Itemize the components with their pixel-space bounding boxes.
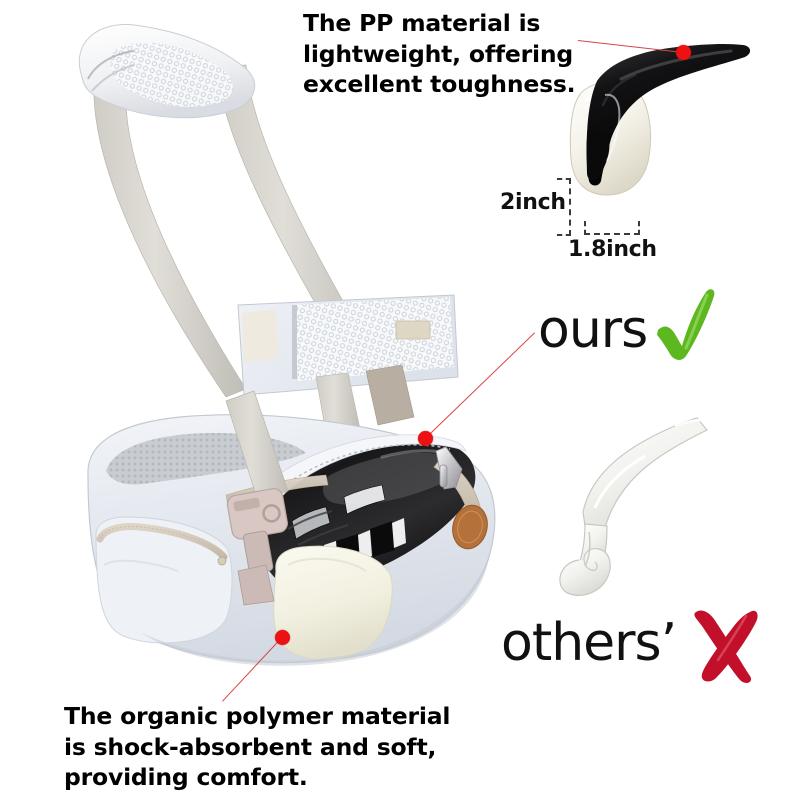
marker-dot-foam-pad: [275, 630, 290, 645]
check-mark-icon: [650, 286, 720, 362]
product-image-pp-hook-ours: [545, 35, 760, 225]
cross-mark-icon: [686, 606, 762, 686]
label-others: others’: [501, 613, 677, 673]
marker-dot-pp-hook: [676, 45, 691, 60]
dimension-label-width: 1.8inch: [568, 237, 657, 262]
marker-dot-hip-seat-core: [418, 431, 433, 446]
callout-pp-material-text: The PP material is lightweight, offering…: [303, 9, 576, 99]
dimension-bracket-width: [584, 221, 640, 235]
product-image-baby-carrier: [30, 5, 510, 675]
product-image-competitor-hook: [555, 400, 730, 600]
label-ours: ours: [538, 300, 648, 360]
dimension-label-height: 2inch: [500, 190, 566, 215]
dimension-bracket-height: [557, 178, 571, 236]
callout-organic-polymer-text: The organic polymer material is shock-ab…: [64, 702, 451, 792]
